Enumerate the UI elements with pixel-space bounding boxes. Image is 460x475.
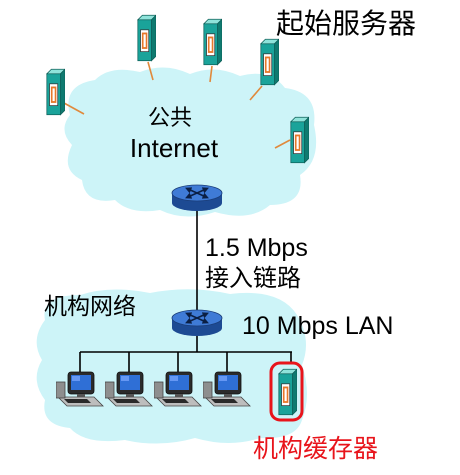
server-link [209, 65, 213, 83]
server-link [274, 139, 291, 149]
lan-speed-label: 10 Mbps LAN [242, 312, 393, 340]
public-internet-label-line1: 公共 [148, 106, 192, 131]
server-icon [46, 68, 65, 116]
server-icon [290, 116, 309, 164]
router-icon [172, 185, 222, 211]
public-internet-label-line2: Internet [130, 133, 219, 163]
access-speed-label: 1.5 Mbps [205, 234, 308, 262]
server-link [63, 102, 85, 115]
institutional-network-label: 机构网络 [44, 294, 136, 320]
server-icon [203, 18, 222, 66]
origin-servers-label: 起始服务器 [276, 7, 416, 40]
server-icon [137, 14, 156, 62]
cache-server-icon [278, 368, 297, 416]
institutional-cache-label: 机构缓存器 [253, 434, 378, 463]
router-icon [172, 310, 222, 336]
public-internet-cloud [64, 67, 317, 217]
server-link [147, 61, 154, 81]
server-icon [260, 38, 279, 86]
server-link [249, 85, 263, 101]
cache-highlight-outline [269, 361, 304, 422]
access-link-label: 接入链路 [205, 264, 301, 292]
